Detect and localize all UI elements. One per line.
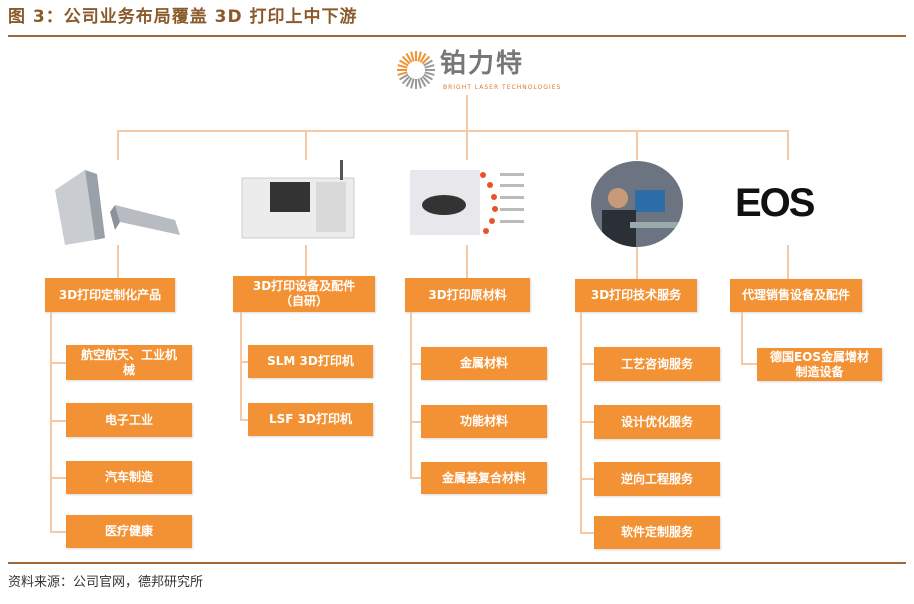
item-automotive: 汽车制造 bbox=[66, 461, 192, 494]
connector bbox=[787, 245, 789, 279]
logo-ray bbox=[417, 51, 422, 62]
connector bbox=[580, 478, 594, 480]
logo-ray bbox=[401, 75, 411, 85]
connector bbox=[305, 245, 307, 277]
logo-ray bbox=[410, 51, 415, 62]
logo-ray bbox=[424, 71, 435, 76]
connector bbox=[466, 95, 468, 132]
logo-ray bbox=[423, 73, 433, 81]
connector bbox=[305, 130, 307, 160]
connector bbox=[580, 421, 594, 423]
connector bbox=[117, 130, 788, 132]
connector bbox=[50, 312, 52, 532]
bottom-divider bbox=[8, 562, 906, 564]
connector bbox=[580, 532, 594, 534]
connector bbox=[741, 312, 743, 365]
item-functional-materials: 功能材料 bbox=[421, 405, 547, 438]
logo-ray bbox=[421, 75, 431, 85]
connector bbox=[410, 477, 421, 479]
item-metal-materials: 金属材料 bbox=[421, 347, 547, 380]
logo-ray bbox=[417, 78, 422, 89]
category-services: 3D打印技术服务 bbox=[575, 279, 697, 312]
logo-ray bbox=[424, 64, 435, 69]
item-slm-printer: SLM 3D打印机 bbox=[248, 345, 373, 378]
item-medical: 医疗健康 bbox=[66, 515, 192, 548]
item-software-customization: 软件定制服务 bbox=[594, 516, 720, 549]
item-process-consulting: 工艺咨询服务 bbox=[594, 347, 720, 381]
item-lsf-printer: LSF 3D打印机 bbox=[248, 403, 373, 436]
connector bbox=[466, 130, 468, 160]
connector bbox=[410, 363, 421, 365]
connector bbox=[410, 312, 412, 479]
top-divider bbox=[8, 35, 906, 37]
connector bbox=[50, 531, 66, 533]
category-custom-products: 3D打印定制化产品 bbox=[45, 278, 175, 312]
figure-title: 图 3：公司业务布局覆盖 3D 打印上中下游 bbox=[8, 7, 358, 27]
logo-ray bbox=[421, 55, 431, 65]
category-distribution: 代理销售设备及配件 bbox=[730, 279, 862, 312]
logo-ray bbox=[399, 59, 409, 67]
metal-parts-image bbox=[55, 170, 180, 245]
source-note: 资料来源：公司官网，德邦研究所 bbox=[8, 575, 204, 590]
logo-ray bbox=[405, 77, 413, 87]
connector bbox=[117, 245, 119, 278]
connector bbox=[50, 420, 66, 422]
logo-ray bbox=[423, 59, 433, 67]
item-composite-materials: 金属基复合材料 bbox=[421, 462, 547, 494]
category-equipment: 3D打印设备及配件（自研） bbox=[233, 276, 375, 312]
logo-ray bbox=[419, 77, 427, 87]
connector bbox=[636, 245, 638, 279]
logo-ray bbox=[419, 53, 427, 63]
connector bbox=[636, 130, 638, 160]
company-logo-icon bbox=[397, 51, 435, 89]
connector bbox=[240, 419, 248, 421]
powder-material-image bbox=[410, 170, 524, 235]
connector bbox=[50, 362, 66, 364]
item-design-optimization: 设计优化服务 bbox=[594, 405, 720, 439]
item-aerospace: 航空航天、工业机械 bbox=[66, 345, 192, 380]
engineer-workstation-image bbox=[591, 161, 683, 247]
logo-ray bbox=[410, 78, 415, 89]
logo-ray bbox=[397, 64, 408, 69]
logo-subtitle: BRIGHT LASER TECHNOLOGIES bbox=[443, 84, 562, 91]
connector bbox=[117, 130, 119, 160]
connector bbox=[466, 245, 468, 278]
logo-ray bbox=[405, 53, 413, 63]
connector bbox=[240, 361, 248, 363]
connector bbox=[741, 363, 757, 365]
logo-ray bbox=[401, 55, 411, 65]
item-eos-equipment: 德国EOS金属增材制造设备 bbox=[757, 348, 882, 381]
eos-logo: EOS bbox=[735, 181, 815, 225]
connector bbox=[787, 130, 789, 160]
logo-name: 铂力特 bbox=[440, 49, 525, 79]
logo-ray bbox=[399, 73, 409, 81]
connector bbox=[240, 312, 242, 421]
logo-ray bbox=[397, 71, 408, 76]
category-materials: 3D打印原材料 bbox=[405, 278, 530, 312]
item-reverse-engineering: 逆向工程服务 bbox=[594, 462, 720, 496]
connector bbox=[410, 421, 421, 423]
connector bbox=[50, 477, 66, 479]
connector bbox=[580, 312, 582, 534]
printer-machine-image bbox=[241, 160, 355, 239]
connector bbox=[580, 363, 594, 365]
item-electronics: 电子工业 bbox=[66, 403, 192, 437]
